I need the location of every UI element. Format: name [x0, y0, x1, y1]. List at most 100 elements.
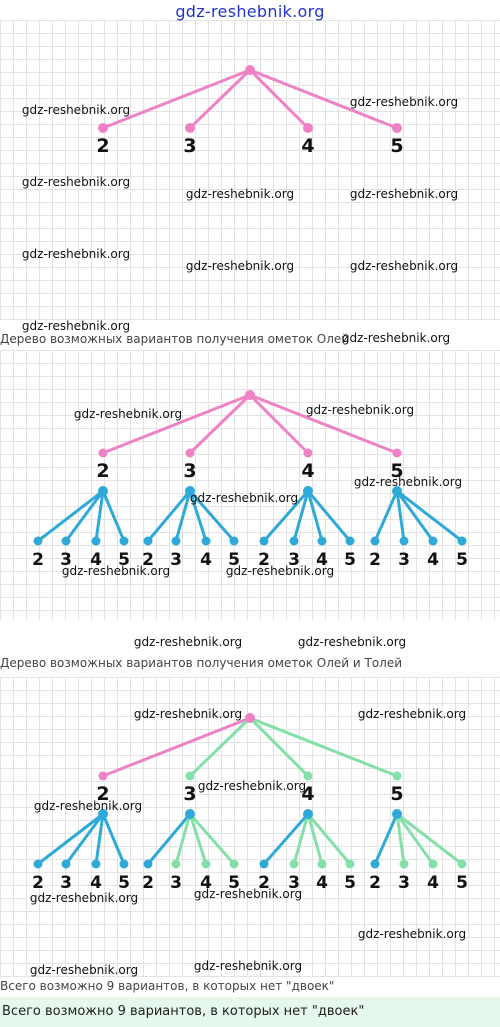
leaf-branch-5-4	[395, 812, 435, 866]
leaf-node-3-2	[143, 859, 153, 869]
watermark-8: gdz-reshebnik.org	[22, 319, 130, 333]
leaf-digit-3-2: 2	[142, 550, 154, 570]
caption-diagram-2: Дерево возможных вариантов получения оме…	[0, 332, 350, 346]
leaf-branch-4-2	[262, 489, 310, 543]
watermark-15: gdz-reshebnik.org	[226, 564, 334, 578]
leaf-digit-4-5: 5	[344, 550, 356, 570]
leaf-branch-2-3	[64, 489, 105, 543]
leaf-branch-4-3	[292, 812, 310, 866]
digit-2: 2	[96, 135, 109, 157]
leaf-branch-5-2	[373, 812, 399, 866]
leaf-branch-3-4	[188, 812, 208, 866]
leaf-digit-2-5: 5	[118, 550, 130, 570]
watermark-21: gdz-reshebnik.org	[198, 779, 306, 793]
leaf-digit-2-4: 4	[90, 550, 102, 570]
hub-node-3	[185, 486, 195, 496]
leaf-node-5-5	[457, 859, 467, 869]
leaf-node-5-5	[457, 536, 467, 546]
grid-panel-3	[0, 677, 500, 977]
leaf-node-3-3	[171, 859, 181, 869]
node-5	[392, 771, 402, 781]
leaf-digit-4-3: 3	[288, 550, 300, 570]
digit-2: 2	[96, 783, 109, 805]
leaf-branch-4-2	[262, 812, 310, 866]
watermark-19: gdz-reshebnik.org	[358, 707, 466, 721]
branch-2	[101, 68, 252, 130]
leaf-node-4-4	[317, 859, 327, 869]
leaf-node-4-3	[289, 859, 299, 869]
hub-node-5	[392, 486, 402, 496]
node-5	[392, 448, 402, 458]
leaf-node-2-3	[61, 859, 71, 869]
digit-3: 3	[183, 135, 196, 157]
branch-4	[248, 716, 310, 778]
watermark-16: gdz-reshebnik.org	[134, 635, 242, 649]
leaf-node-2-4	[91, 536, 101, 546]
leaf-digit-3-2: 2	[142, 873, 154, 893]
leaf-digit-4-5: 5	[344, 873, 356, 893]
watermark-20: gdz-reshebnik.org	[34, 799, 142, 813]
watermark-7: gdz-reshebnik.org	[350, 259, 458, 273]
hub-node-3	[185, 809, 195, 819]
node-4	[303, 448, 313, 458]
leaf-node-5-2	[370, 859, 380, 869]
watermark-4: gdz-reshebnik.org	[350, 187, 458, 201]
leaf-digit-4-2: 2	[258, 873, 270, 893]
leaf-digit-5-5: 5	[456, 550, 468, 570]
leaf-branch-3-4	[188, 489, 208, 543]
leaf-branch-3-5	[188, 489, 236, 543]
branch-5	[248, 716, 399, 778]
leaf-digit-2-2: 2	[32, 550, 44, 570]
leaf-node-3-3	[171, 536, 181, 546]
site-title[interactable]: gdz-reshebnik.org	[175, 2, 325, 21]
root-node	[245, 713, 255, 723]
watermark-2: gdz-reshebnik.org	[22, 175, 130, 189]
node-5	[392, 123, 402, 133]
branch-4	[248, 68, 310, 130]
leaf-digit-2-4: 4	[90, 873, 102, 893]
hub-node-4	[303, 486, 313, 496]
watermark-0: gdz-reshebnik.org	[22, 103, 130, 117]
leaf-node-4-2	[259, 859, 269, 869]
leaf-node-3-5	[229, 536, 239, 546]
leaf-digit-4-3: 3	[288, 873, 300, 893]
leaf-digit-2-2: 2	[32, 873, 44, 893]
leaf-branch-5-3	[395, 812, 406, 866]
leaf-node-5-2	[370, 536, 380, 546]
leaf-node-2-2	[33, 536, 43, 546]
branch-3	[188, 68, 252, 130]
leaf-node-3-4	[201, 859, 211, 869]
branch-3	[188, 393, 252, 455]
branch-3	[188, 716, 252, 778]
leaf-branch-4-3	[292, 489, 310, 543]
leaf-digit-4-4: 4	[316, 873, 328, 893]
watermark-14: gdz-reshebnik.org	[62, 564, 170, 578]
hub-node-2	[98, 486, 108, 496]
leaf-digit-3-4: 4	[200, 550, 212, 570]
leaf-node-3-5	[229, 859, 239, 869]
watermark-25: gdz-reshebnik.org	[30, 963, 138, 977]
leaf-node-5-3	[399, 859, 409, 869]
leaf-digit-3-5: 5	[228, 550, 240, 570]
leaf-digit-5-4: 4	[427, 550, 439, 570]
branch-5	[248, 68, 399, 130]
leaf-node-5-3	[399, 536, 409, 546]
node-2	[98, 771, 108, 781]
leaf-node-2-2	[33, 859, 43, 869]
digit-4: 4	[301, 135, 314, 157]
node-4	[303, 771, 313, 781]
digit-4: 4	[301, 460, 314, 482]
leaf-node-3-4	[201, 536, 211, 546]
node-3	[185, 123, 195, 133]
leaf-digit-2-3: 3	[60, 550, 72, 570]
leaf-node-5-4	[428, 859, 438, 869]
leaf-branch-3-2	[146, 812, 192, 866]
leaf-branch-4-4	[306, 812, 324, 866]
watermark-10: gdz-reshebnik.org	[74, 407, 182, 421]
watermark-22: gdz-reshebnik.org	[30, 891, 138, 905]
leaf-branch-3-2	[146, 489, 192, 543]
watermark-23: gdz-reshebnik.org	[194, 887, 302, 901]
